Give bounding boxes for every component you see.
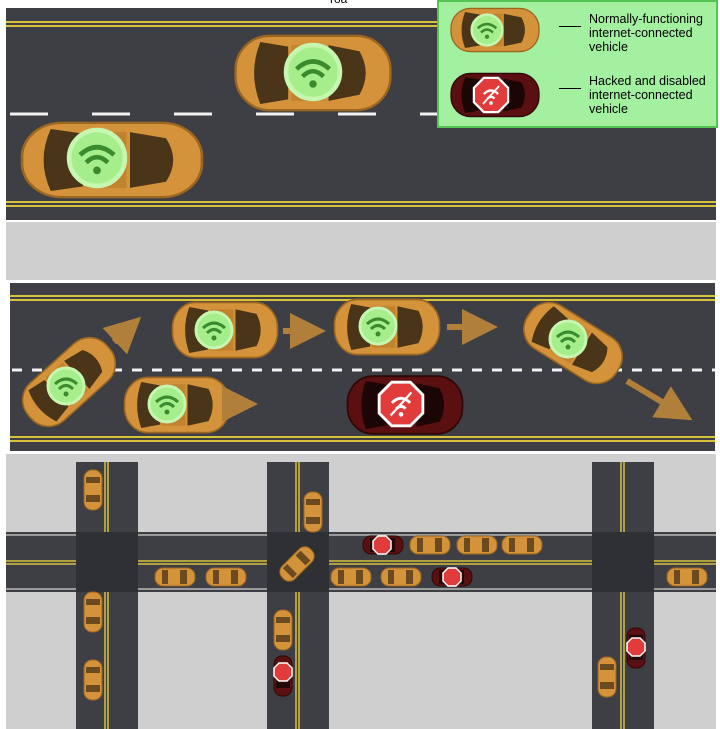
legend-normal-label: Normally-functioning internet-connected … [589,12,703,54]
car-normal [83,659,103,701]
wifi-icon [548,319,588,359]
panel-highway-hacked [10,283,715,451]
wifi-icon [286,45,340,99]
wifi-icon [194,310,234,350]
car-normal [83,591,103,633]
legend-row-hacked: Hacked and disabled internet-connected v… [447,68,712,122]
wifi-icon [358,306,398,346]
legend-dash [559,88,581,89]
stop-sign-wifi-icon [472,76,510,114]
legend-row-normal: Normally-functioning internet-connected … [447,6,712,60]
stop-sign-icon [273,662,293,682]
legend-hacked-label: Hacked and disabled internet-connected v… [589,74,706,116]
stop-sign-icon [626,637,646,657]
legend-dash [559,26,581,27]
car-normal [380,567,422,587]
car-normal [409,535,451,555]
car-normal [597,656,617,698]
car-normal [154,567,196,587]
stop-sign-wifi-icon [377,380,425,428]
stop-sign-icon [372,535,392,555]
car-normal [456,535,498,555]
wifi-icon [69,130,125,186]
caption-fragment: roa [330,0,347,6]
stop-sign-icon [442,567,462,587]
car-normal [501,535,543,555]
wifi-icon [46,366,86,406]
panel-separator [6,222,716,280]
panel-city-grid [6,454,716,729]
legend: Normally-functioning internet-connected … [437,0,718,128]
car-normal [330,567,372,587]
car-normal [303,491,323,533]
car-normal [205,567,247,587]
wifi-icon [470,13,504,47]
car-normal [666,567,708,587]
wifi-icon [147,384,187,424]
legend-car-hacked [450,72,540,118]
movement-arrows [102,309,693,422]
car-normal [83,469,103,511]
car-normal [273,609,293,651]
legend-car-normal [450,7,540,53]
